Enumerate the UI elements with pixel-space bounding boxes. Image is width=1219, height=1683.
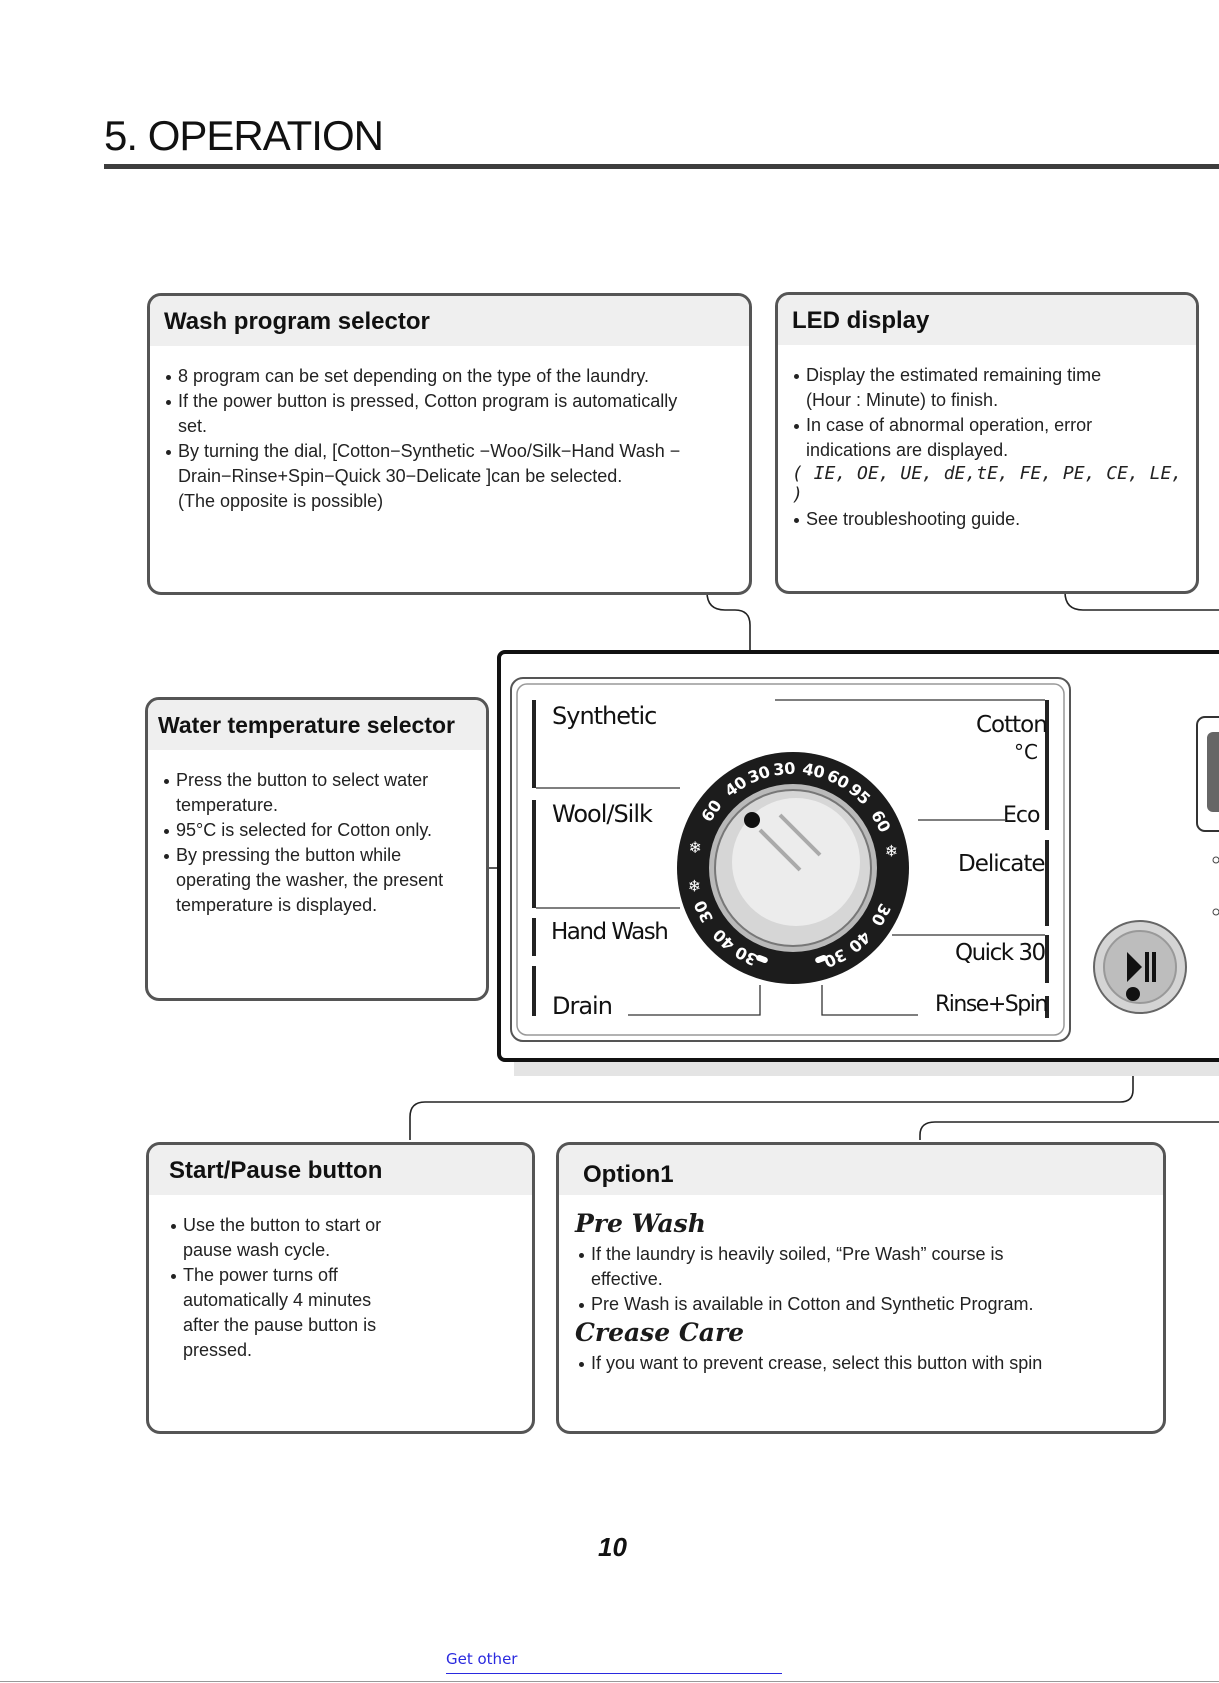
led-display-heading: LED display	[778, 295, 1196, 345]
list-item: (The opposite is possible)	[178, 491, 384, 511]
program-label-hand-wash: Hand Wash	[551, 919, 669, 945]
crease-care-title: Crease Care	[575, 1318, 745, 1347]
footer-link-underline	[446, 1673, 782, 1674]
footer-link[interactable]: Get other	[446, 1650, 518, 1668]
water-temp-heading: Water temperature selector	[148, 700, 486, 750]
bottom-divider	[0, 1681, 1219, 1682]
list-item: Pre Wash is available in Cotton and Synt…	[579, 1292, 1149, 1316]
list-item: (Hour : Minute) to finish.	[806, 390, 999, 410]
list-item: effective.	[591, 1269, 663, 1289]
cold-wash-icon: ❄	[688, 876, 701, 895]
option1-heading: Option1	[559, 1145, 1163, 1195]
list-item: pause wash cycle.	[183, 1240, 331, 1260]
list-item: after the pause button is	[183, 1315, 377, 1335]
pre-wash-title: Pre Wash	[575, 1209, 706, 1238]
program-label-wool-silk: Wool/Silk	[552, 800, 653, 828]
list-item: The power turns off	[171, 1263, 518, 1287]
list-item: Press the button to select water	[164, 768, 472, 792]
program-dial	[677, 752, 909, 984]
start-pause-box: Start/Pause button Use the button to sta…	[146, 1142, 535, 1434]
page-title: 5. OPERATION	[104, 112, 384, 159]
program-area-inner	[516, 683, 1065, 1036]
start-pause-heading: Start/Pause button	[149, 1145, 532, 1195]
list-item: 95°C is selected for Cotton only.	[164, 818, 472, 842]
list-item: By pressing the button while	[164, 843, 472, 867]
cold-wash-icon: ❄	[885, 842, 898, 861]
list-item: If the laundry is heavily soiled, “Pre W…	[579, 1242, 1149, 1266]
water-temp-box: Water temperature selector Press the but…	[145, 697, 489, 1001]
start-pause-button-illustration	[1093, 920, 1187, 1014]
title-divider	[104, 164, 1219, 169]
program-label-delicate: Delicate	[958, 851, 1046, 877]
program-label-synthetic: Synthetic	[552, 702, 657, 730]
program-label-drain: Drain	[552, 992, 613, 1020]
program-label-eco: Eco	[1003, 803, 1040, 828]
list-item: temperature is displayed.	[176, 895, 378, 915]
list-item: See troubleshooting guide.	[794, 507, 1182, 531]
wash-program-heading: Wash program selector	[150, 296, 749, 346]
list-item: set.	[178, 416, 208, 436]
error-codes: ( IE, OE, UE, dE,tE, FE, PE, CE, LE, )	[792, 463, 1183, 505]
list-item: Drain−Rinse+Spin−Quick 30−Delicate ]can …	[178, 466, 623, 486]
program-label-rinse-spin: Rinse+Spin	[935, 992, 1048, 1017]
page-number: 10	[598, 1532, 627, 1562]
list-item: automatically 4 minutes	[183, 1290, 372, 1310]
list-item: temperature.	[176, 795, 279, 815]
list-item: If the power button is pressed, Cotton p…	[166, 389, 735, 413]
list-item: By turning the dial, [Cotton−Synthetic −…	[166, 439, 735, 463]
list-item: If you want to prevent crease, select th…	[579, 1351, 1149, 1375]
list-item: pressed.	[183, 1340, 253, 1360]
connector-wash-program	[706, 591, 751, 820]
led-display-box: LED display Display the estimated remain…	[775, 292, 1199, 594]
dial-temp-label: 30	[772, 758, 796, 779]
list-item: 8 program can be set depending on the ty…	[166, 364, 735, 388]
option1-box: Option1 Pre Wash If the laundry is heavi…	[556, 1142, 1166, 1434]
connector-led-display	[1064, 591, 1219, 611]
list-item: Display the estimated remaining time	[794, 363, 1182, 387]
program-label-quick30: Quick 30	[955, 940, 1046, 966]
cold-wash-icon: ❄	[688, 838, 701, 857]
list-item: indications are displayed.	[806, 440, 1009, 460]
list-item: operating the washer, the present	[176, 870, 444, 890]
wash-program-box: Wash program selector 8 program can be s…	[147, 293, 752, 595]
list-item: In case of abnormal operation, error	[794, 413, 1182, 437]
connector-option1	[919, 1121, 1219, 1140]
connector-start-pause	[409, 990, 1134, 1140]
list-item: Use the button to start or	[171, 1213, 518, 1237]
program-label-cotton: Cotton	[976, 712, 1048, 738]
program-label-celsius: °C	[1014, 740, 1038, 764]
dial-temp-label: 40	[801, 759, 827, 782]
dial-pointer	[744, 812, 760, 828]
